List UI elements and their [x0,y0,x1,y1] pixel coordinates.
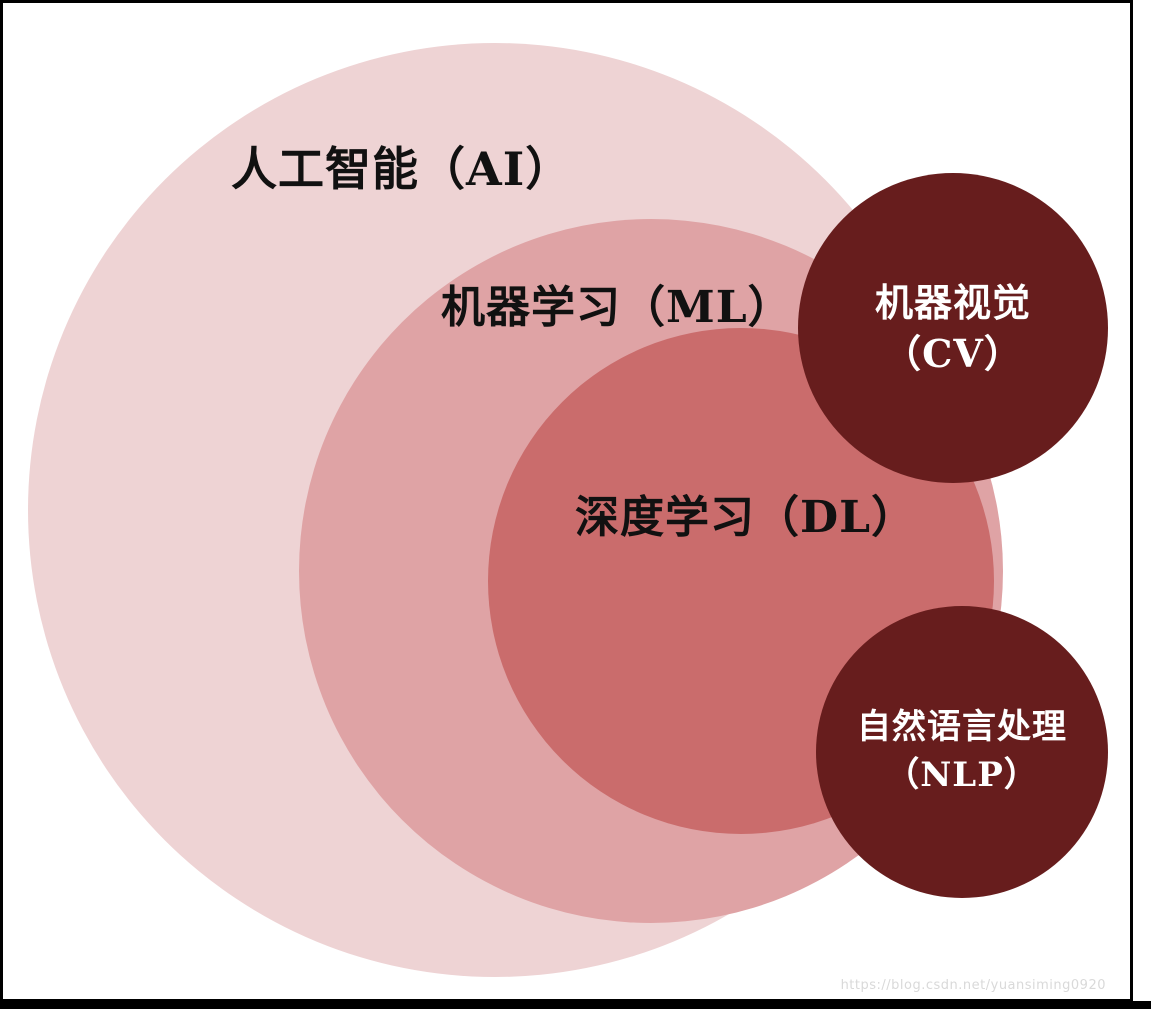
bottom-border-bar [0,1001,1151,1009]
cv-circle: 机器视觉 （CV） [798,173,1108,483]
diagram-canvas: 机器视觉 （CV） 自然语言处理 （NLP） 人工智能（AI） 机器学习（ML）… [0,0,1133,1002]
ml-label: 机器学习（ML） [441,282,793,333]
cv-label-line1: 机器视觉 [874,279,1031,325]
nlp-label-line2: （NLP） [885,755,1039,795]
cv-label-line2: （CV） [883,331,1023,376]
dl-label: 深度学习（DL） [575,492,917,543]
watermark-text: https://blog.csdn.net/yuansiming0920 [840,978,1106,993]
nlp-circle: 自然语言处理 （NLP） [816,606,1108,898]
nlp-label-line1: 自然语言处理 [857,707,1067,748]
ai-label: 人工智能（AI） [231,142,573,196]
